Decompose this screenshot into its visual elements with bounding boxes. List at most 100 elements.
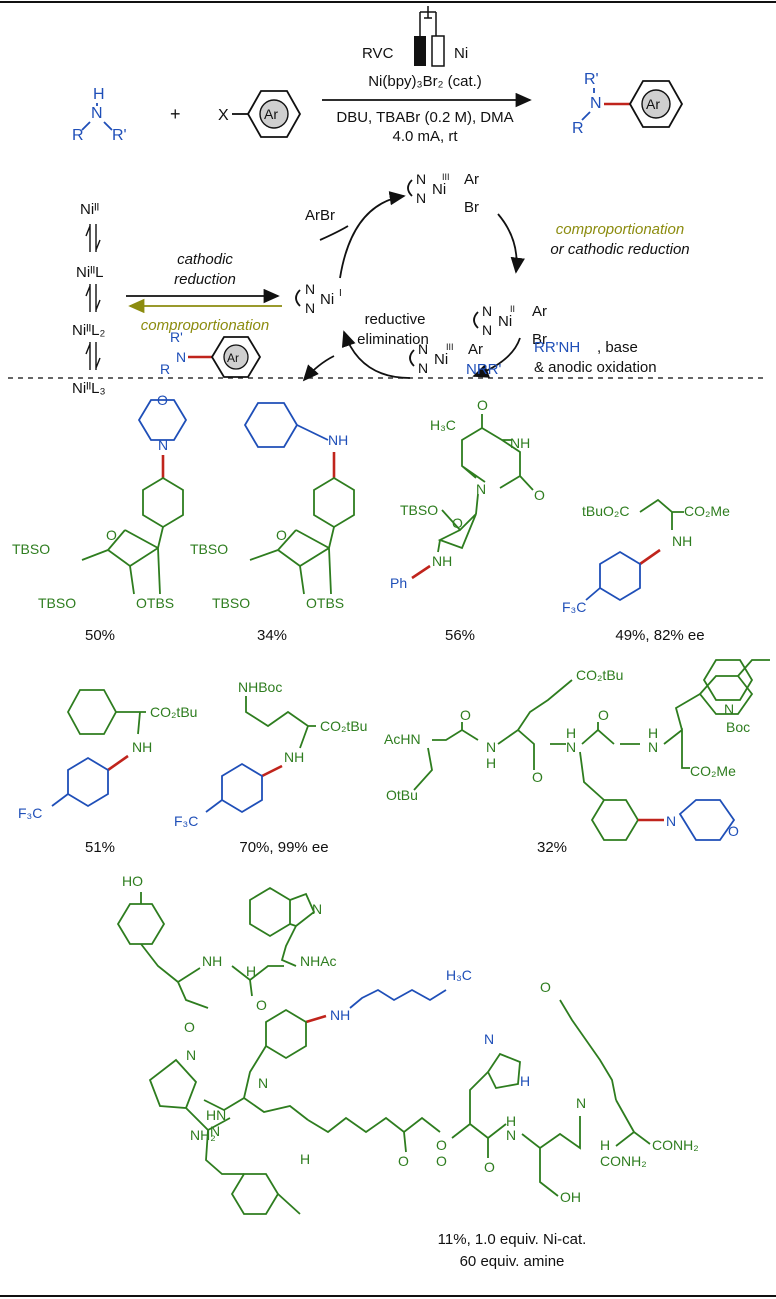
p6-arene (221, 762, 263, 814)
p8-n-4: N (506, 1127, 516, 1143)
p3-nh-lower: NH (432, 553, 452, 569)
equilibrium-1 (85, 224, 101, 252)
p3-tbso: TBSO (400, 502, 438, 518)
p3-yield: 56% (445, 627, 475, 644)
p1-morpholine (137, 399, 188, 441)
p8-tyr2-ring (230, 1173, 280, 1215)
p1-arene (142, 476, 184, 529)
electrode-left-label: RVC (362, 45, 394, 62)
speciation-0: Niᴵᴵ (80, 201, 99, 218)
product-4: tBuO₂C CO₂Me NH F₃C 49%, 82% ee (562, 498, 730, 644)
product-r: R (572, 120, 584, 137)
aryl-core (259, 99, 289, 129)
arc-oxidative-addition (339, 191, 406, 279)
p5-nh: NH (132, 739, 152, 755)
ni1-metal: Ni (320, 291, 334, 308)
top-n1: N (416, 171, 426, 187)
p8-h-4: H (506, 1113, 516, 1129)
p8-tyr2-side (205, 1129, 244, 1175)
right-metal: Ni (498, 313, 512, 330)
cycle-product-core (223, 344, 249, 370)
p3-o-top: O (477, 397, 488, 413)
reductive-label: reductive (365, 311, 426, 328)
p8-ho-top: HO (122, 873, 143, 889)
p4-cf3-bond (585, 587, 601, 601)
top-ligand (407, 179, 413, 197)
p8-tyr2-oh-bond (277, 1193, 301, 1215)
bottom-metal: Ni (434, 351, 448, 368)
arc-ligand-exchange (472, 337, 521, 378)
p7-phe-side (579, 751, 605, 801)
p2-otbs: OTBS (306, 595, 344, 611)
p4-nh: NH (672, 533, 692, 549)
bottom-n1: N (418, 341, 428, 357)
rvc-electrode (414, 36, 426, 66)
aryl-label: Ar (264, 106, 278, 122)
p8-n-2: HN (206, 1107, 226, 1123)
p8-nh2-lys: O (540, 979, 551, 995)
amine-r2: R' (112, 127, 127, 144)
p7-n-indole: N (724, 701, 734, 717)
comp-label-2: or cathodic reduction (550, 241, 689, 258)
p7-n1: N (486, 739, 496, 755)
arc-comproportionation (497, 213, 525, 274)
p8-o-ket2: H (300, 1151, 310, 1167)
p8-n-im: H (520, 1073, 530, 1089)
p8-ketone-chain (203, 1045, 309, 1121)
p5-co2tbu: CO₂tBu (150, 704, 197, 720)
p6-f3c: F₃C (174, 813, 198, 829)
p7-o2: O (532, 769, 543, 785)
conditions-line-2: 4.0 mA, rt (392, 128, 458, 145)
p8-hn-im: N (484, 1031, 494, 1047)
ni1-ligand (295, 289, 301, 307)
product-2: NH O TBSO TBSO OTBS 34% (190, 402, 355, 644)
cycle-product-n: N (176, 349, 186, 365)
p6-cf3-bond (205, 799, 223, 813)
amine-r: R (72, 127, 84, 144)
halide-x: X (218, 107, 229, 124)
p1-tbso-1: TBSO (12, 541, 50, 557)
p4-backbone (639, 498, 684, 530)
p3-uracil (461, 414, 534, 515)
p7-h3: H (648, 725, 658, 741)
p8-trp-backbone (231, 965, 284, 997)
p4-tbuo2c: tBuO₂C (582, 503, 629, 519)
catalytic-cycle: N N Ni I ArBr N N III Ni Ar Br compropor… (160, 171, 690, 382)
ni1-n2: N (305, 300, 315, 316)
p1-otbs: OTBS (136, 595, 174, 611)
p7-n2: N (566, 739, 576, 755)
right-ox: II (510, 304, 515, 314)
p3-sugar (437, 509, 477, 553)
right-ligand (473, 311, 479, 329)
p5-arene (67, 756, 109, 808)
bottom-ligand (409, 349, 415, 367)
p8-tyr1-side (140, 892, 209, 1009)
p7-o-morph: O (728, 823, 739, 839)
p6-cn-bond (261, 764, 283, 778)
p3-ch3: H₃C (430, 417, 456, 433)
p8-conh2-1: CONH₂ (652, 1137, 699, 1153)
p2-tbso-2: TBSO (212, 595, 250, 611)
amine-n: N (91, 105, 103, 122)
speciation-2: NiᴵᴵL₂ (72, 322, 106, 339)
arc-reductive-elimination (341, 330, 411, 379)
p8-lys-chain (559, 999, 617, 1101)
p2-nh: NH (328, 432, 348, 448)
p8-h3c: H₃C (446, 967, 472, 983)
cycle-product-r2: R' (170, 329, 183, 345)
product-6: NHBoc CO₂tBu NH F₃C 70%, 99% ee (174, 679, 367, 856)
p8-h-5: CONH₂ (600, 1153, 647, 1169)
p7-indole (698, 659, 770, 715)
p8-nh-aryl: NH (330, 1007, 350, 1023)
p1-n: N (158, 437, 168, 453)
p5-yield: 51% (85, 839, 115, 856)
amine-base-label: RR'NH (534, 339, 580, 356)
bottom-ar: Ar (468, 341, 483, 358)
p5-cyclohexyl (66, 689, 118, 735)
bottom-nrr: NRR' (466, 361, 501, 378)
p2-yield: 34% (257, 627, 287, 644)
p8-n-5: H (600, 1137, 610, 1153)
p6-nh: NH (284, 749, 304, 765)
reduction-label: reduction (174, 271, 236, 288)
product-n: N (590, 95, 602, 112)
